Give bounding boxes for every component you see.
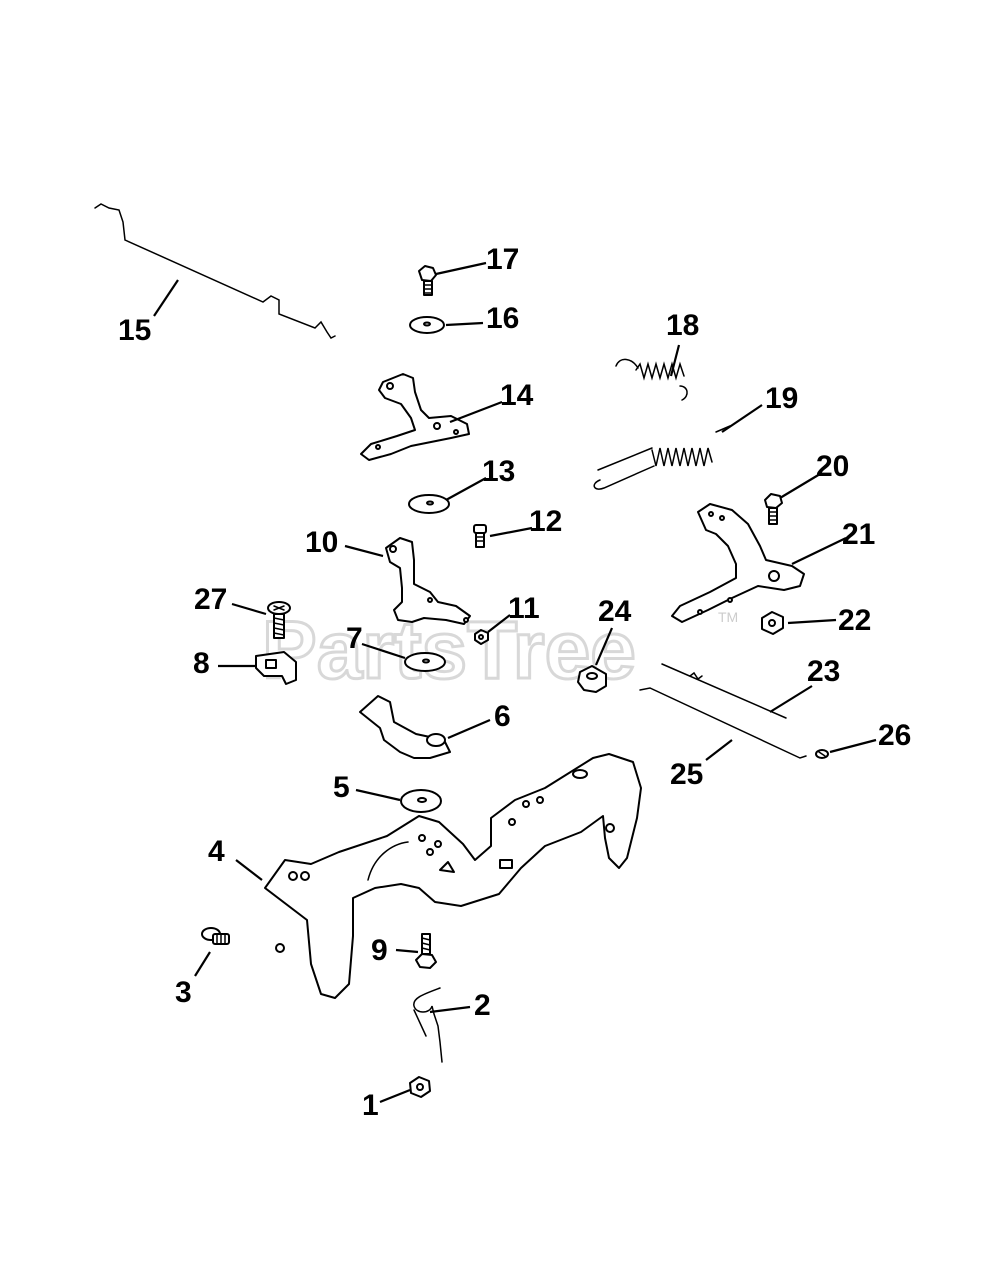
callout-27[interactable]: 27 xyxy=(194,583,227,616)
part-7-washer[interactable] xyxy=(404,652,446,672)
callout-9[interactable]: 9 xyxy=(371,934,388,967)
part-10-lever[interactable] xyxy=(385,537,471,625)
part-24-clamp[interactable] xyxy=(577,665,607,693)
part-4-control-plate[interactable] xyxy=(264,753,642,999)
part-19-spring[interactable] xyxy=(593,425,731,490)
callout-10[interactable]: 10 xyxy=(305,526,338,559)
callout-16[interactable]: 16 xyxy=(486,302,519,335)
part-26-screw[interactable] xyxy=(815,749,829,759)
part-25-rod[interactable] xyxy=(639,687,807,759)
part-8-clip[interactable] xyxy=(255,651,297,685)
callout-19[interactable]: 19 xyxy=(765,382,798,415)
callout-labels: 1 2 3 4 5 6 7 8 9 10 11 12 13 14 15 16 1… xyxy=(118,243,911,1122)
leader-lines xyxy=(153,261,877,1104)
part-16-washer[interactable] xyxy=(409,316,445,334)
callout-25[interactable]: 25 xyxy=(670,758,703,791)
callout-20[interactable]: 20 xyxy=(816,450,849,483)
part-9-screw[interactable] xyxy=(415,933,437,969)
callout-15[interactable]: 15 xyxy=(118,314,151,347)
part-1-nut[interactable] xyxy=(409,1076,431,1098)
callout-26[interactable]: 26 xyxy=(878,719,911,752)
part-2-spring[interactable] xyxy=(413,987,443,1063)
callout-5[interactable]: 5 xyxy=(333,771,350,804)
part-5-washer[interactable] xyxy=(400,789,442,813)
callout-14[interactable]: 14 xyxy=(500,379,534,412)
callout-18[interactable]: 18 xyxy=(666,309,699,342)
callout-12[interactable]: 12 xyxy=(529,505,562,538)
part-13-washer[interactable] xyxy=(408,494,450,514)
callout-1[interactable]: 1 xyxy=(362,1089,379,1122)
callout-11[interactable]: 11 xyxy=(508,592,540,625)
part-23-cable[interactable] xyxy=(661,663,787,719)
part-15-governor-rod[interactable] xyxy=(94,203,336,339)
part-3-screw[interactable] xyxy=(201,927,230,945)
callout-23[interactable]: 23 xyxy=(807,655,840,688)
callout-24[interactable]: 24 xyxy=(598,595,632,628)
callout-13[interactable]: 13 xyxy=(482,455,515,488)
part-6-bracket[interactable] xyxy=(359,695,451,759)
callout-22[interactable]: 22 xyxy=(838,604,871,637)
part-14-lever[interactable] xyxy=(360,373,470,461)
part-18-spring[interactable] xyxy=(615,358,688,401)
part-20-screw[interactable] xyxy=(764,493,783,525)
part-17-screw[interactable] xyxy=(418,265,437,296)
callout-4[interactable]: 4 xyxy=(208,835,225,868)
callout-3[interactable]: 3 xyxy=(175,976,192,1009)
callout-6[interactable]: 6 xyxy=(494,700,511,733)
watermark-trademark: TM xyxy=(718,609,738,625)
watermark: PartsTree TM xyxy=(261,604,739,698)
callout-7[interactable]: 7 xyxy=(346,622,363,655)
part-12-screw[interactable] xyxy=(473,524,487,548)
part-11-nut[interactable] xyxy=(474,629,489,645)
callout-17[interactable]: 17 xyxy=(486,243,519,276)
callout-21[interactable]: 21 xyxy=(842,518,875,551)
part-21-lever[interactable] xyxy=(671,503,805,623)
callout-8[interactable]: 8 xyxy=(193,647,210,680)
callout-2[interactable]: 2 xyxy=(474,989,491,1022)
part-22-nut[interactable] xyxy=(761,611,784,635)
part-27-screw[interactable] xyxy=(267,601,291,639)
